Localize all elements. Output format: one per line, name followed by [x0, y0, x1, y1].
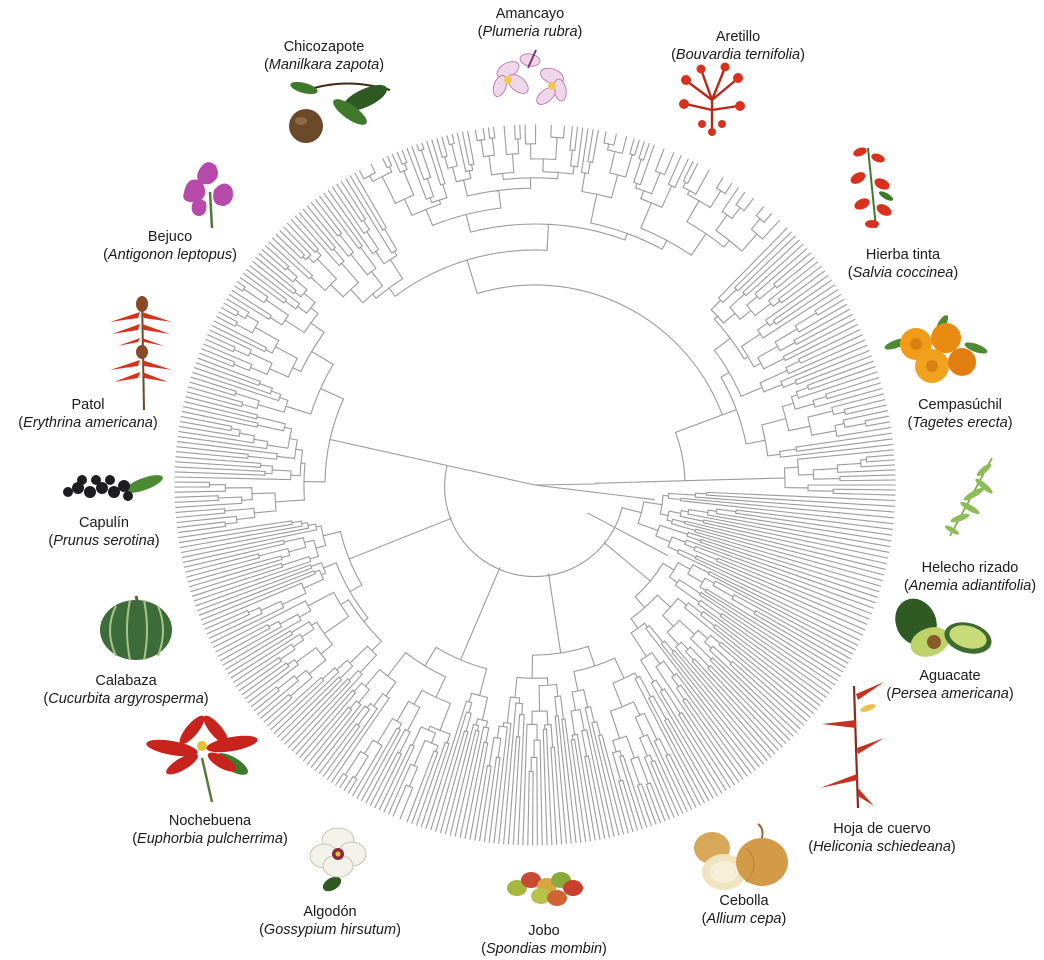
heliconia-flower-icon: [820, 682, 884, 808]
scientific-name: Erythrina americana: [23, 415, 153, 431]
tree-branch-path: [175, 125, 895, 845]
marigold-flower-icon: [883, 313, 988, 383]
hogplum-fruit-icon: [507, 872, 583, 906]
scientific-name: Tagetes erecta: [912, 415, 1007, 431]
cotton-flower-icon: [310, 828, 366, 894]
label-algodon: Algodón (Gossypium hirsutum): [259, 903, 401, 939]
scientific-name: Cucurbita argyrosperma: [48, 691, 204, 707]
label-cempasuchil: Cempasúchil (Tagetes erecta): [907, 396, 1012, 432]
common-name: Aguacate: [886, 667, 1013, 685]
sapodilla-fruit-icon: [289, 80, 391, 143]
label-calabaza: Calabaza (Cucurbita argyrosperma): [43, 672, 208, 708]
cherry-fruit-icon: [63, 472, 165, 501]
label-jobo: Jobo (Spondias mombin): [481, 922, 607, 958]
label-nochebuena: Nochebuena (Euphorbia pulcherrima): [132, 812, 288, 848]
scientific-name: Bouvardia ternifolia: [676, 47, 800, 63]
scientific-name: Spondias mombin: [486, 941, 602, 957]
common-name: Helecho rizado: [904, 559, 1036, 577]
bouvardia-flower-icon: [679, 63, 745, 137]
common-name: Aretillo: [671, 28, 805, 46]
common-name: Cebolla: [702, 892, 787, 910]
tree-branches: [175, 125, 895, 845]
common-name: Nochebuena: [132, 812, 288, 830]
label-bejuco: Bejuco (Antigonon leptopus): [103, 228, 237, 264]
common-name: Algodón: [259, 903, 401, 921]
fern-leaf-icon: [944, 458, 995, 536]
common-name: Jobo: [481, 922, 607, 940]
scientific-name: Antigonon leptopus: [108, 247, 232, 263]
scientific-name: Euphorbia pulcherrima: [137, 831, 283, 847]
squash-fruit-icon: [100, 596, 172, 660]
common-name: Patol: [18, 396, 157, 414]
scientific-name: Prunus serotina: [53, 533, 155, 549]
poinsettia-flower-icon: [145, 712, 259, 802]
label-amancayo: Amancayo (Plumeria rubra): [478, 5, 583, 41]
label-hoja-de-cuervo: Hoja de cuervo (Heliconia schiedeana): [808, 820, 956, 856]
common-name: Amancayo: [478, 5, 583, 23]
scientific-name: Allium cepa: [707, 911, 782, 927]
label-chicozapote: Chicozapote (Manilkara zapota): [264, 38, 384, 74]
label-aguacate: Aguacate (Persea americana): [886, 667, 1013, 703]
scientific-name: Heliconia schiedeana: [813, 839, 951, 855]
scientific-name: Manilkara zapota: [269, 57, 379, 73]
label-aretillo: Aretillo (Bouvardia ternifolia): [671, 28, 805, 64]
erythrina-flower-icon: [110, 296, 172, 410]
common-name: Bejuco: [103, 228, 237, 246]
label-capulin: Capulín (Prunus serotina): [48, 514, 159, 550]
label-helecho: Helecho rizado (Anemia adiantifolia): [904, 559, 1036, 595]
plumeria-flower-icon: [491, 50, 568, 108]
salvia-flower-icon: [849, 146, 895, 228]
common-name: Chicozapote: [264, 38, 384, 56]
label-hierba-tinta: Hierba tinta (Salvia coccinea): [848, 246, 958, 282]
label-cebolla: Cebolla (Allium cepa): [702, 892, 787, 928]
common-name: Cempasúchil: [907, 396, 1012, 414]
onion-bulb-icon: [694, 824, 788, 890]
avocado-fruit-icon: [888, 592, 995, 662]
scientific-name: Plumeria rubra: [482, 24, 577, 40]
scientific-name: Gossypium hirsutum: [264, 922, 396, 938]
label-patol: Patol (Erythrina americana): [18, 396, 157, 432]
common-name: Hoja de cuervo: [808, 820, 956, 838]
common-name: Hierba tinta: [848, 246, 958, 264]
common-name: Calabaza: [43, 672, 208, 690]
scientific-name: Anemia adiantifolia: [909, 578, 1032, 594]
common-name: Capulín: [48, 514, 159, 532]
scientific-name: Salvia coccinea: [853, 265, 954, 281]
antigonon-flower-icon: [183, 162, 233, 228]
scientific-name: Persea americana: [891, 686, 1009, 702]
